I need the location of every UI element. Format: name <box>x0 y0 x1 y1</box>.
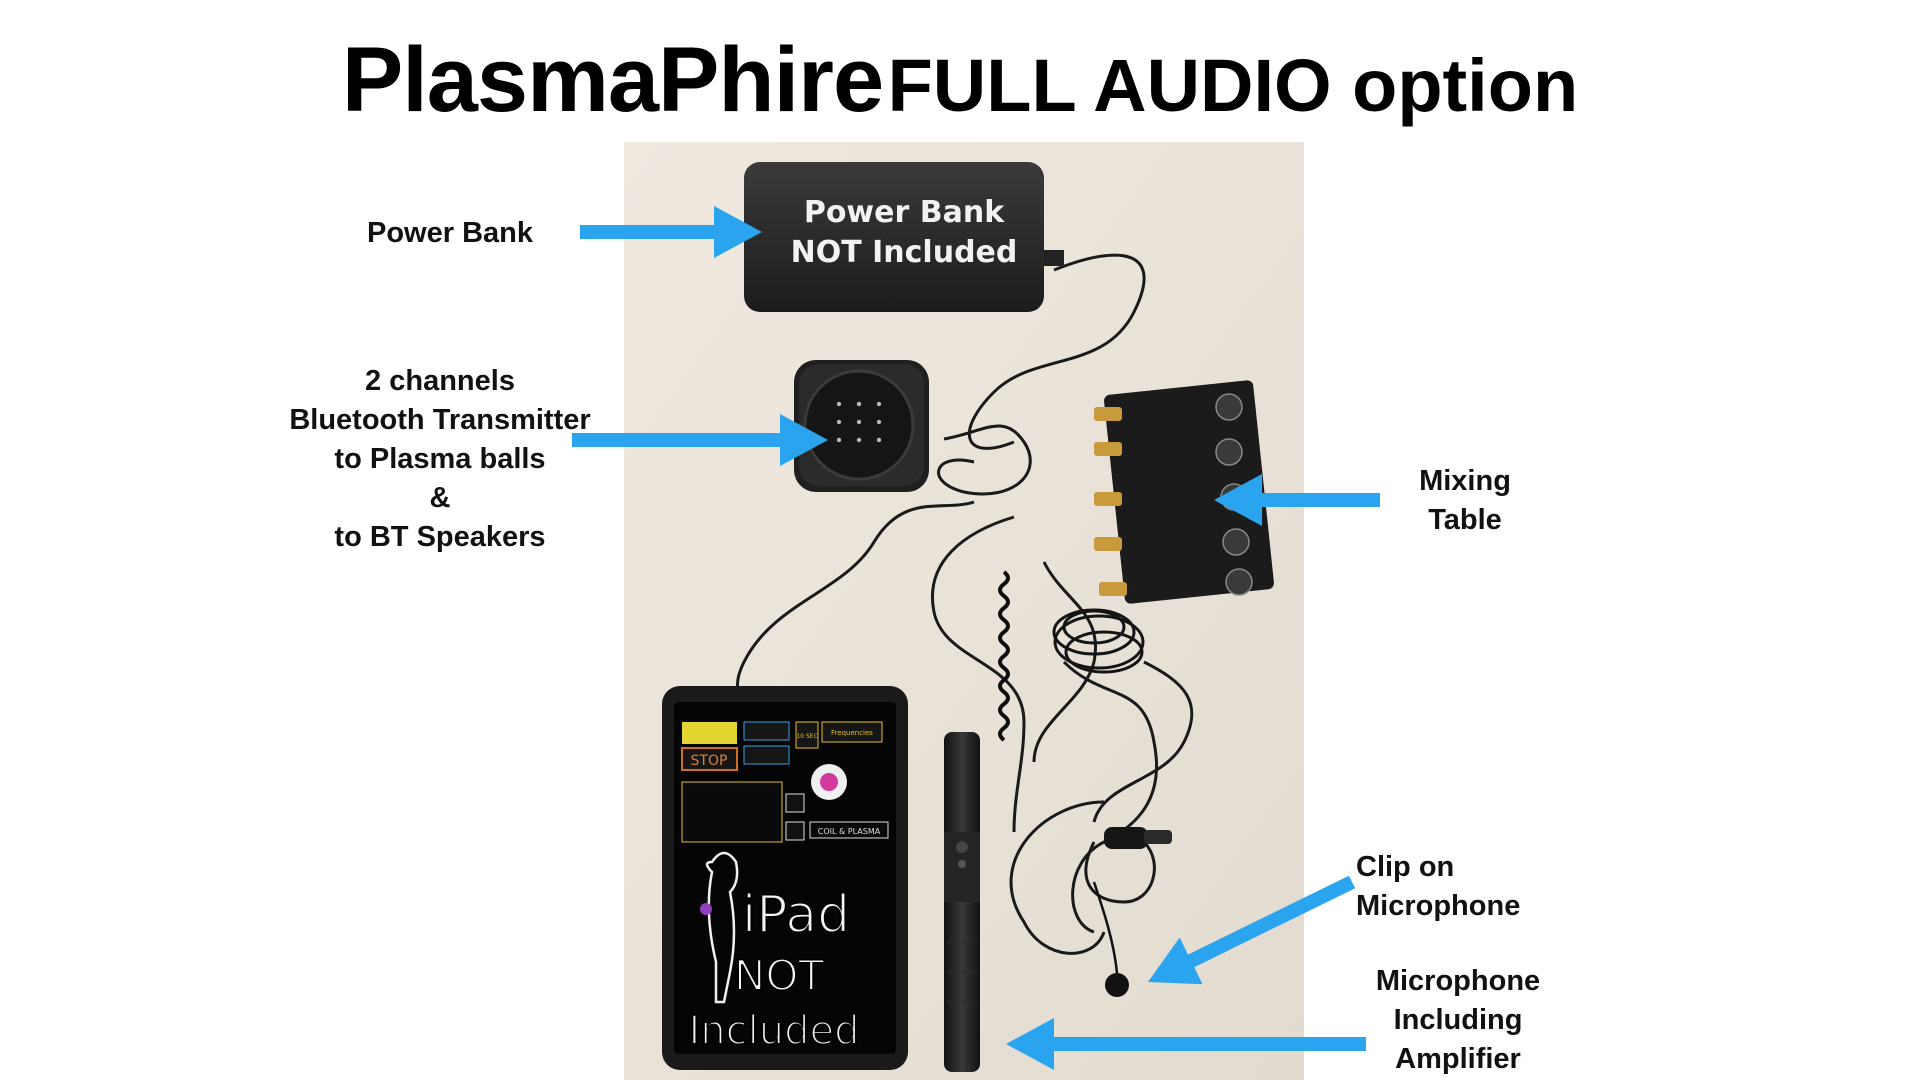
ipad-stop: STOP <box>691 753 728 769</box>
power-bank-text-2: NOT Included <box>791 235 1018 270</box>
arrow-mixing-table <box>1214 474 1380 526</box>
bt-line-5: to BT Speakers <box>334 521 546 553</box>
label-bluetooth-transmitter: 2 channels Bluetooth Transmitter to Plas… <box>260 362 620 557</box>
equipment-photo: Power Bank NOT Included <box>624 142 1304 1080</box>
clip-line-1: Clip on <box>1356 851 1455 883</box>
title-main: PlasmaPhire <box>341 29 884 131</box>
label-mixing-table: Mixing Table <box>1400 462 1530 540</box>
cable-bundle <box>1052 608 1145 674</box>
ipad-ten-sec: 10 SEC <box>796 733 817 740</box>
title-sub: FULL AUDIO option <box>887 44 1579 127</box>
mic-line-3: Amplifier <box>1395 1043 1521 1075</box>
shotgun-microphone <box>944 732 980 1072</box>
clip-microphone <box>1092 827 1172 997</box>
arrow-power-bank <box>580 206 762 258</box>
bt-line-4: & <box>429 482 451 514</box>
bt-line-2: Bluetooth Transmitter <box>289 404 591 436</box>
ipad-text-3: Included <box>689 1008 860 1054</box>
mic-line-2: Including <box>1393 1004 1523 1036</box>
page-title: PlasmaPhire FULL AUDIO option <box>0 28 1920 133</box>
power-bank-text-1: Power Bank <box>804 195 1005 230</box>
bluetooth-transmitter <box>794 360 929 492</box>
arrow-bluetooth <box>572 414 828 466</box>
ipad-text-2: NOT <box>734 951 824 1000</box>
bt-line-1: 2 channels <box>365 365 515 397</box>
power-bank: Power Bank NOT Included <box>744 162 1064 312</box>
arrow-clip-mic <box>1148 875 1356 985</box>
mixing-line-2: Table <box>1428 504 1502 536</box>
ipad-coil-plasma: COIL & PLASMA <box>818 827 881 836</box>
label-power-bank: Power Bank <box>367 217 533 249</box>
clip-line-2: Microphone <box>1356 890 1521 922</box>
arrow-shotgun-mic <box>1006 1018 1366 1070</box>
mixing-line-1: Mixing <box>1419 465 1511 497</box>
label-microphone-amplifier: Microphone Including Amplifier <box>1358 962 1558 1079</box>
ipad-text-1: iPad <box>742 885 850 945</box>
label-clip-microphone: Clip on Microphone <box>1356 848 1556 926</box>
mic-line-1: Microphone <box>1375 965 1541 997</box>
ipad-frequencies: Frequencies <box>831 729 873 737</box>
bt-line-3: to Plasma balls <box>334 443 546 475</box>
coiled-cable <box>998 570 1010 742</box>
ipad: STOP 10 SEC Frequencies COIL & PLASMA iP… <box>662 686 908 1070</box>
